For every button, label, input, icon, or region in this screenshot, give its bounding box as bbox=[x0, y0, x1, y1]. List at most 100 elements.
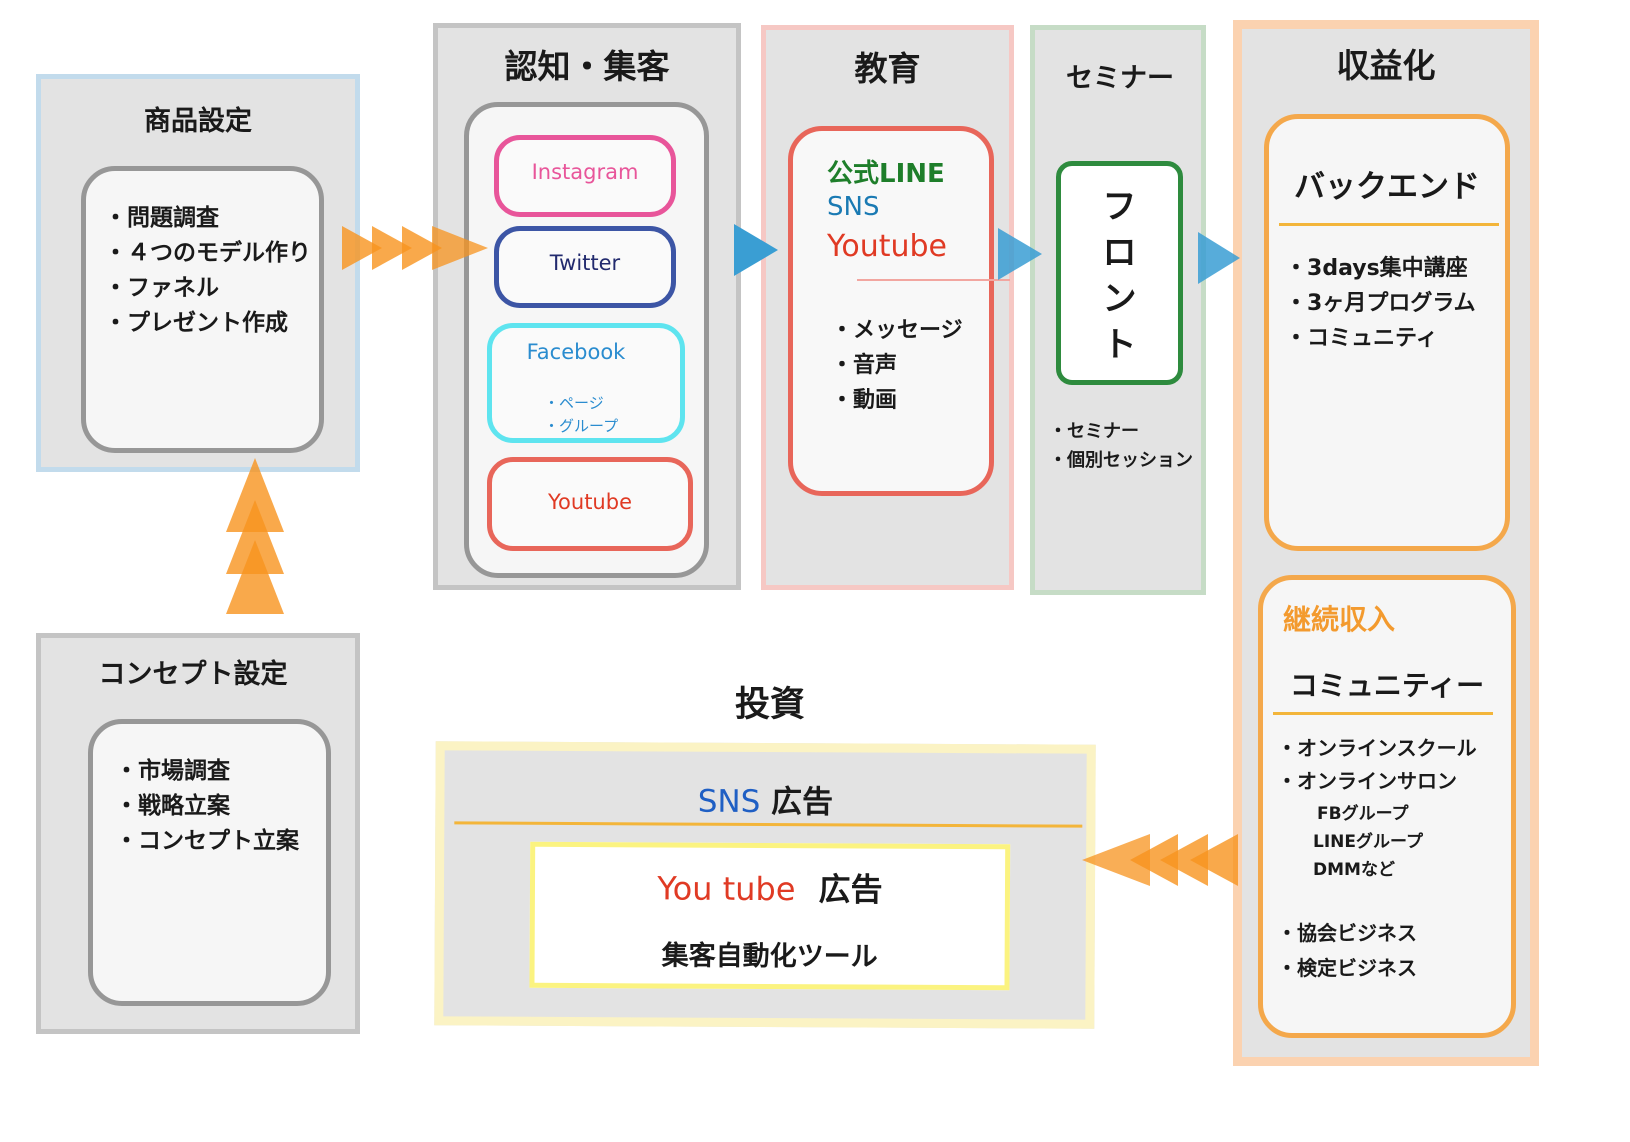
front-char: フ bbox=[1102, 187, 1137, 227]
education-item: 動画 bbox=[831, 383, 963, 418]
flow-arrow-blue bbox=[998, 228, 1042, 280]
arrow-segment bbox=[372, 226, 412, 270]
front-char: ト bbox=[1102, 325, 1137, 365]
backend-item: 3days集中講座 bbox=[1285, 251, 1476, 286]
seminar-item: セミナー bbox=[1049, 417, 1193, 446]
arrow-segment bbox=[226, 540, 284, 614]
backend-title: バックエンド bbox=[1294, 169, 1480, 205]
investment-title: 投資 bbox=[734, 685, 805, 725]
sns-label: SNS bbox=[827, 192, 880, 222]
recurring-item: オンラインサロン bbox=[1277, 765, 1477, 798]
product-item: ４つのモデル作り bbox=[104, 236, 311, 271]
facebook-pill: Facebook ページ グループ bbox=[487, 323, 685, 443]
investment-panel: SNS 広告 You tube 広告 集客自動化ツール bbox=[434, 741, 1096, 1029]
sns-ad-heading: SNS 広告 bbox=[444, 774, 1086, 822]
front-char: ン bbox=[1102, 279, 1137, 319]
youtube-ad-youtube: You tube bbox=[657, 869, 796, 909]
recurring-box: 継続収入 コミュニティー オンラインスクール オンラインサロン FBグループ L… bbox=[1258, 575, 1516, 1038]
education-panel: 教育 公式LINE SNS Youtube メッセージ 音声 動画 bbox=[761, 25, 1014, 590]
recurring-item: 検定ビジネス bbox=[1277, 951, 1417, 986]
recurring-list-2: 協会ビジネス 検定ビジネス bbox=[1277, 916, 1417, 986]
twitter-label: Twitter bbox=[549, 251, 621, 275]
education-list: メッセージ 音声 動画 bbox=[831, 313, 963, 418]
facebook-item: グループ bbox=[544, 415, 618, 438]
recurring-sub-item: LINEグループ bbox=[1313, 832, 1423, 852]
backend-list: 3days集中講座 3ヶ月プログラム コミュニティ bbox=[1285, 251, 1476, 356]
front-char: ロ bbox=[1102, 233, 1137, 273]
concept-box: 市場調査 戦略立案 コンセプト立案 bbox=[88, 719, 331, 1006]
recurring-sub-item: DMMなど bbox=[1313, 860, 1395, 880]
recurring-list: オンラインスクール オンラインサロン bbox=[1277, 732, 1477, 798]
recurring-sub-list: FBグループ LINEグループ DMMなど bbox=[1313, 800, 1423, 884]
arrow-segment bbox=[226, 500, 284, 574]
backend-item: コミュニティ bbox=[1285, 321, 1476, 356]
investment-divider bbox=[454, 821, 1083, 828]
concept-list: 市場調査 戦略立案 コンセプト立案 bbox=[115, 754, 299, 859]
product-title: 商品設定 bbox=[144, 106, 252, 137]
product-item: ファネル bbox=[104, 271, 311, 306]
tool-label: 集客自動化ツール bbox=[661, 940, 878, 973]
concept-item: 戦略立案 bbox=[115, 789, 299, 824]
arrow-segment bbox=[1082, 834, 1150, 886]
arrow-segment bbox=[1160, 834, 1208, 886]
arrow-segment bbox=[998, 228, 1042, 280]
concept-title: コンセプト設定 bbox=[98, 659, 288, 690]
recurring-item: オンラインスクール bbox=[1277, 732, 1477, 765]
awareness-box: Instagram Twitter Facebook ページ グループ Yout… bbox=[464, 102, 709, 578]
monetization-title: 収益化 bbox=[1336, 46, 1436, 85]
front-box: フ ロ ン ト bbox=[1056, 161, 1183, 385]
product-panel: 商品設定 問題調査 ４つのモデル作り ファネル プレゼント作成 bbox=[36, 74, 360, 472]
education-item: メッセージ bbox=[831, 313, 963, 348]
flow-arrow-blue bbox=[1198, 232, 1240, 284]
arrow-segment bbox=[432, 226, 488, 270]
recurring-divider bbox=[1273, 712, 1493, 715]
backend-divider bbox=[1279, 223, 1499, 226]
arrow-segment bbox=[1130, 834, 1178, 886]
awareness-title: 認知・集客 bbox=[504, 47, 670, 86]
youtube-ad-box: You tube 広告 集客自動化ツール bbox=[529, 841, 1011, 991]
product-box: 問題調査 ４つのモデル作り ファネル プレゼント作成 bbox=[81, 166, 324, 453]
education-box: 公式LINE SNS Youtube メッセージ 音声 動画 bbox=[788, 126, 994, 496]
backend-item: 3ヶ月プログラム bbox=[1285, 286, 1476, 321]
education-title: 教育 bbox=[854, 49, 921, 88]
seminar-title: セミナー bbox=[1066, 63, 1174, 94]
awareness-panel: 認知・集客 Instagram Twitter Facebook ページ グルー… bbox=[433, 23, 741, 590]
facebook-label: Facebook bbox=[526, 340, 626, 364]
backend-box: バックエンド 3days集中講座 3ヶ月プログラム コミュニティ bbox=[1264, 114, 1510, 551]
education-item: 音声 bbox=[831, 348, 963, 383]
seminar-list: セミナー 個別セッション bbox=[1049, 417, 1193, 475]
recurring-sub-item: FBグループ bbox=[1317, 804, 1409, 824]
arrow-segment bbox=[402, 226, 442, 270]
education-divider bbox=[857, 279, 1010, 281]
sns-ad-label: 広告 bbox=[771, 784, 834, 821]
product-list: 問題調査 ４つのモデル作り ファネル プレゼント作成 bbox=[104, 201, 311, 341]
flow-arrow-blue bbox=[734, 224, 778, 276]
sns-ad-sns: SNS bbox=[697, 783, 761, 820]
instagram-label: Instagram bbox=[531, 160, 639, 184]
youtube-ad-heading: You tube 広告 bbox=[535, 863, 1005, 911]
youtube-pill: Youtube bbox=[487, 457, 693, 551]
youtube-label: Youtube bbox=[548, 490, 632, 514]
facebook-item: ページ bbox=[544, 392, 618, 415]
arrow-segment bbox=[1190, 834, 1238, 886]
product-item: 問題調査 bbox=[104, 201, 311, 236]
flow-arrow-left bbox=[1082, 834, 1238, 886]
concept-item: 市場調査 bbox=[115, 754, 299, 789]
youtube-ad-label: 広告 bbox=[818, 870, 883, 909]
flow-arrow-up bbox=[226, 458, 284, 614]
seminar-panel: セミナー フ ロ ン ト セミナー 個別セッション bbox=[1030, 25, 1206, 595]
seminar-item: 個別セッション bbox=[1049, 446, 1193, 475]
youtube-label: Youtube bbox=[827, 229, 947, 264]
arrow-segment bbox=[342, 226, 382, 270]
line-label: 公式LINE bbox=[827, 159, 945, 189]
recurring-label: 継続収入 bbox=[1283, 603, 1396, 636]
flow-arrow-right bbox=[342, 226, 488, 270]
concept-panel: コンセプト設定 市場調査 戦略立案 コンセプト立案 bbox=[36, 633, 360, 1034]
recurring-item: 協会ビジネス bbox=[1277, 916, 1417, 951]
front-label: フ ロ ン ト bbox=[1061, 184, 1178, 368]
facebook-list: ページ グループ bbox=[544, 392, 618, 438]
recurring-title: コミュニティー bbox=[1289, 669, 1485, 702]
arrow-segment bbox=[226, 458, 284, 532]
arrow-segment bbox=[734, 224, 778, 276]
arrow-segment bbox=[1198, 232, 1240, 284]
